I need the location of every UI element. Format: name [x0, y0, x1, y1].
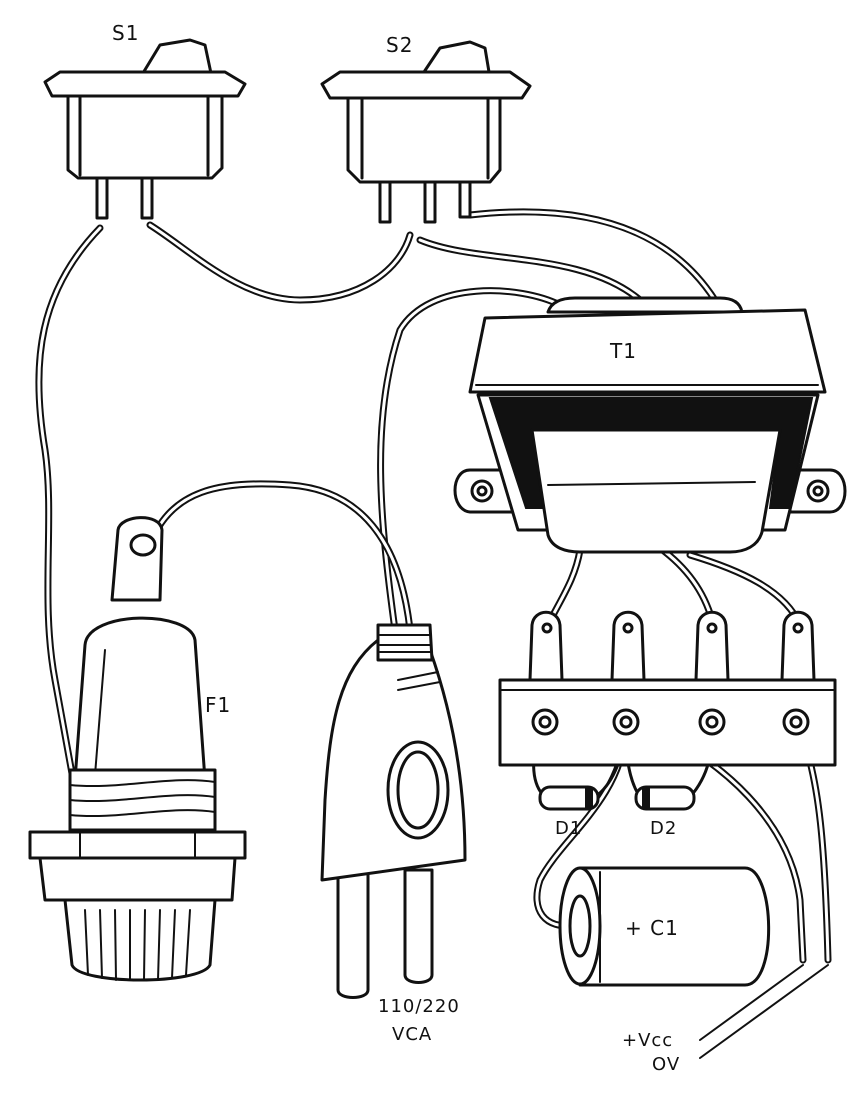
mains-voltage-label: 110/220 [378, 996, 460, 1017]
f1-lug [110, 516, 164, 602]
s1-flange [43, 70, 247, 98]
ov-label: OV [652, 1054, 680, 1075]
diode-d2: D2 [634, 785, 696, 839]
strip-eyelet-2 [612, 708, 640, 736]
pointer-ov [699, 964, 829, 1059]
switch-s1: S1 [43, 21, 247, 220]
f1-thread [68, 768, 217, 832]
c1-label: + C1 [625, 916, 679, 940]
vcc-label: +Vcc [622, 1030, 673, 1051]
f1-knob [63, 898, 217, 982]
s1-terminal-1 [95, 176, 109, 220]
strip-eyelet-3 [698, 708, 726, 736]
wire-s2-to-transformer-a [466, 208, 719, 304]
strip-lug-1 [528, 610, 564, 682]
wire-s1-to-fuse [35, 224, 104, 794]
wire-s2-to-transformer-b [416, 236, 644, 304]
strip-eyelet-1 [531, 708, 559, 736]
strip-lug-2 [610, 610, 646, 682]
s2-terminal-2 [423, 180, 437, 224]
capacitor-c1: + C1 [558, 866, 771, 987]
pointer-vcc [699, 964, 804, 1041]
t1-coil-top [546, 296, 744, 314]
t1-frame [468, 308, 827, 394]
switch-s2: S2 [320, 33, 532, 224]
s2-label: S2 [386, 33, 413, 57]
f1-cap [73, 616, 207, 782]
mains-plug: 110/220 VCA [320, 623, 467, 1045]
d1-label: D1 [555, 818, 582, 839]
s2-terminal-1 [378, 180, 392, 224]
wire-fuse-to-plug [146, 480, 414, 634]
plug-prong-left [336, 868, 370, 999]
d2-label: D2 [650, 818, 677, 839]
diode-d1: D1 [538, 785, 600, 839]
transformer-t1: T1 [453, 296, 847, 554]
plug-strain-relief [376, 623, 434, 662]
s1-label: S1 [112, 21, 139, 45]
mains-unit-label: VCA [392, 1024, 432, 1045]
t1-coil-bottom [530, 428, 782, 554]
strip-eyelet-4 [782, 708, 810, 736]
d1-body [538, 785, 600, 811]
s2-flange [320, 70, 532, 100]
c1-body [578, 866, 771, 987]
s1-housing [66, 94, 224, 180]
f1-nut [28, 830, 247, 860]
s2-terminal-3 [458, 180, 472, 219]
s1-terminal-2 [140, 176, 154, 220]
strip-lug-3 [694, 610, 730, 682]
d1-band [585, 787, 593, 809]
terminal-strip [498, 610, 837, 767]
strip-lug-4 [780, 610, 816, 682]
plug-prong-right [403, 868, 434, 984]
d2-body [634, 785, 696, 811]
t1-label: T1 [609, 339, 637, 363]
f1-base [38, 856, 237, 902]
f1-label: F1 [205, 693, 231, 717]
strip-bar [498, 678, 837, 767]
c1-end [558, 866, 602, 986]
fuse-holder-f1: F1 [28, 516, 247, 982]
s2-housing [346, 96, 502, 184]
d2-band [642, 787, 650, 809]
wire-s1-to-s2 [146, 221, 414, 304]
